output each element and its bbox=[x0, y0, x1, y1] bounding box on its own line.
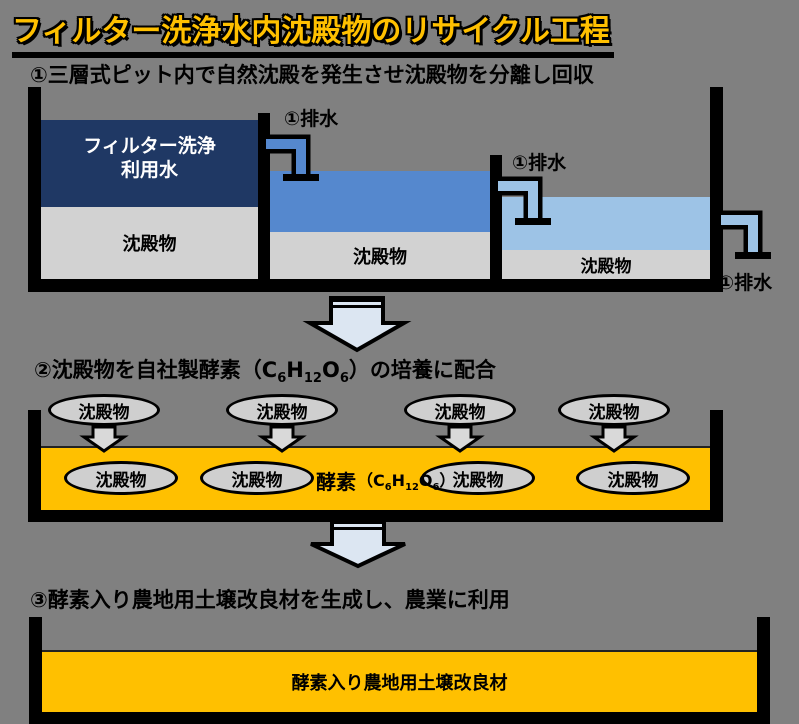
enzyme-word: 酵素 bbox=[316, 469, 356, 494]
sediment-label-2: 沈殿物 bbox=[353, 246, 407, 268]
drain-pipe-3 bbox=[716, 210, 771, 259]
sediment-label-3: 沈殿物 bbox=[580, 257, 632, 277]
flow-arrow-2 bbox=[310, 518, 406, 569]
flow-arrow-1 bbox=[302, 296, 412, 353]
step2-heading: ②沈殿物を自社製酵素（C6H12O6）の培養に配合 bbox=[34, 354, 496, 386]
sediment-oval-top-3: 沈殿物 bbox=[404, 394, 516, 426]
sediment-oval-in-tank-3: 沈殿物 bbox=[421, 461, 535, 495]
enzyme-tank-wall-right bbox=[710, 410, 723, 522]
step1-heading: ①三層式ピット内で自然沈殿を発生させ沈殿物を分離し回収 bbox=[30, 63, 594, 87]
sediment-oval-top-4: 沈殿物 bbox=[558, 394, 670, 426]
enzyme-label: 酵素 （C6H12O6） bbox=[316, 466, 455, 494]
soil-tank-wall-left bbox=[29, 617, 42, 724]
sediment-layer-1: 沈殿物 bbox=[41, 207, 258, 279]
chemical-formula-heading: （C6H12O6） bbox=[240, 358, 370, 387]
soil-product-label: 酵素入り農地用土壌改良材 bbox=[291, 673, 508, 694]
soil-tank-wall-right bbox=[757, 617, 770, 724]
drain-label-1: ①排水 bbox=[284, 108, 339, 130]
water-layer-3 bbox=[502, 197, 710, 250]
sediment-oval-in-tank-1: 沈殿物 bbox=[64, 461, 178, 495]
sediment-label-1: 沈殿物 bbox=[122, 234, 177, 255]
pit-wall-left bbox=[28, 87, 41, 292]
page-title: フィルター洗浄水内沈殿物のリサイクル工程 bbox=[12, 6, 614, 58]
drain-label-2: ①排水 bbox=[512, 152, 567, 174]
enzyme-tank-wall-left bbox=[28, 410, 41, 522]
filter-wash-water-label-line2: 利用水 bbox=[120, 158, 178, 181]
sediment-oval-in-tank-4: 沈殿物 bbox=[576, 461, 690, 495]
step3-heading: ③酵素入り農地用土壌改良材を生成し、農業に利用 bbox=[30, 588, 510, 612]
pit-divider-wall-2 bbox=[490, 155, 502, 279]
soil-improvement-material: 酵素入り農地用土壌改良材 bbox=[42, 650, 757, 712]
filter-wash-water-layer: フィルター洗浄 利用水 bbox=[41, 120, 258, 207]
drain-label-3: ①排水 bbox=[718, 272, 773, 294]
soil-tank-wall-bottom bbox=[29, 712, 770, 724]
step2-heading-post: の培養に配合 bbox=[369, 358, 496, 382]
pit-divider-wall-1 bbox=[258, 113, 270, 279]
sediment-oval-top-1: 沈殿物 bbox=[48, 394, 160, 426]
sediment-layer-2: 沈殿物 bbox=[270, 232, 490, 279]
sediment-layer-3: 沈殿物 bbox=[502, 250, 710, 279]
filter-wash-water-label-line1: フィルター洗浄 bbox=[83, 134, 216, 157]
sediment-oval-in-tank-2: 沈殿物 bbox=[200, 461, 314, 495]
pit-wall-right bbox=[710, 87, 723, 292]
water-layer-2 bbox=[270, 171, 490, 232]
step2-heading-pre: ②沈殿物を自社製酵素 bbox=[34, 358, 241, 382]
pit-wall-bottom bbox=[28, 279, 723, 292]
enzyme-tank-wall-bottom bbox=[28, 510, 723, 522]
sediment-oval-top-2: 沈殿物 bbox=[226, 394, 338, 426]
chemical-formula-tank: （C6H12O6） bbox=[357, 470, 456, 494]
